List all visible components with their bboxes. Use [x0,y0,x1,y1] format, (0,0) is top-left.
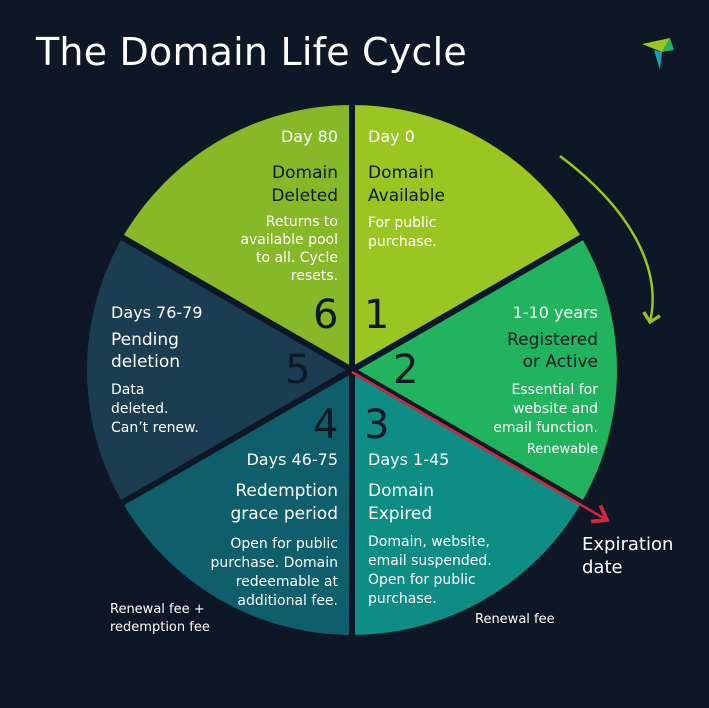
segment-1-sector [349,98,589,376]
segment-4-desc-line1: Open for public [230,536,338,552]
segment-3-number: 3 [364,402,390,448]
segment-5-title-line1: Pending [111,330,179,350]
segment-6-day: Day 80 [280,127,338,146]
page-title: The Domain Life Cycle [36,30,467,74]
segment-3-desc-line3: Open for public [368,572,476,588]
segment-6-title-line2: Deleted [271,186,338,206]
segment-3-tag: Renewal fee [475,612,555,627]
segment-2-desc-line2: website and [512,401,598,417]
segment-4-number: 4 [313,402,339,448]
segment-2-desc-line1: Essential for [511,382,598,398]
segment-6-desc-line1: Returns to [265,214,338,230]
segment-4-title-line1: Redemption [235,481,338,501]
segment-6-desc-line3: to all. Cycle [255,250,338,266]
segment-1-number: 1 [364,292,390,338]
segment-1-title-line1: Domain [368,163,434,183]
logo-icon [642,38,674,70]
expiration-label-line1: Expiration [582,534,674,555]
segment-3-sector [349,364,589,642]
segment-5-desc-line2: deleted. [111,401,169,417]
segment-5-sector [81,231,359,509]
segment-3-desc-line4: purchase. [368,591,437,607]
segment-2-desc-line3: email function. [493,420,598,436]
segment-5-title-line2: deletion [111,352,180,372]
segment-3-day: Days 1-45 [368,450,450,469]
segment-1-desc-line1: For public [368,215,437,231]
segment-2-title-line2: or Active [522,352,598,372]
segment-1-day: Day 0 [368,127,415,146]
segment-4-day: Days 46-75 [246,450,338,469]
expiration-label-line2: date [582,557,623,578]
segment-6-desc-line4: resets. [290,268,338,284]
expiration-arrow [351,370,610,524]
segment-4-tag-line1: Renewal fee + [110,602,205,617]
segment-2-number: 2 [393,347,419,393]
segment-2-sector [345,231,623,509]
segment-6-desc-line2: available pool [240,232,338,248]
segment-4-desc-line4: additional fee. [237,593,338,609]
cycle-direction-arrow [559,155,661,325]
segment-1-desc-line2: purchase. [368,234,437,250]
segment-4-sector [115,364,355,642]
segment-4-title-line2: grace period [230,504,338,524]
segment-2-day: 1-10 years [512,303,598,322]
segment-5-day: Days 76-79 [111,303,203,322]
segment-1-title-line2: Available [368,186,445,206]
segment-2-tag: Renewable [526,442,598,457]
segment-4-desc-line2: purchase. Domain [210,555,339,571]
segment-3-desc-line2: email suspended. [368,553,492,569]
segment-4-tag-line2: redemption fee [110,620,210,635]
segment-3-title-line1: Domain [368,481,434,501]
segment-3-title-line2: Expired [368,504,433,524]
segment-6-title-line1: Domain [272,163,338,183]
segment-5-desc-line1: Data [111,382,145,398]
segment-3-desc-line1: Domain, website, [368,534,490,550]
segment-4-desc-line3: redeemable at [235,574,338,590]
segment-6-sector [115,98,355,376]
segment-5-desc-line3: Can’t renew. [111,420,199,436]
segment-2-title-line1: Registered [507,330,598,350]
segment-6-number: 6 [313,292,339,338]
segment-5-number: 5 [285,347,311,393]
